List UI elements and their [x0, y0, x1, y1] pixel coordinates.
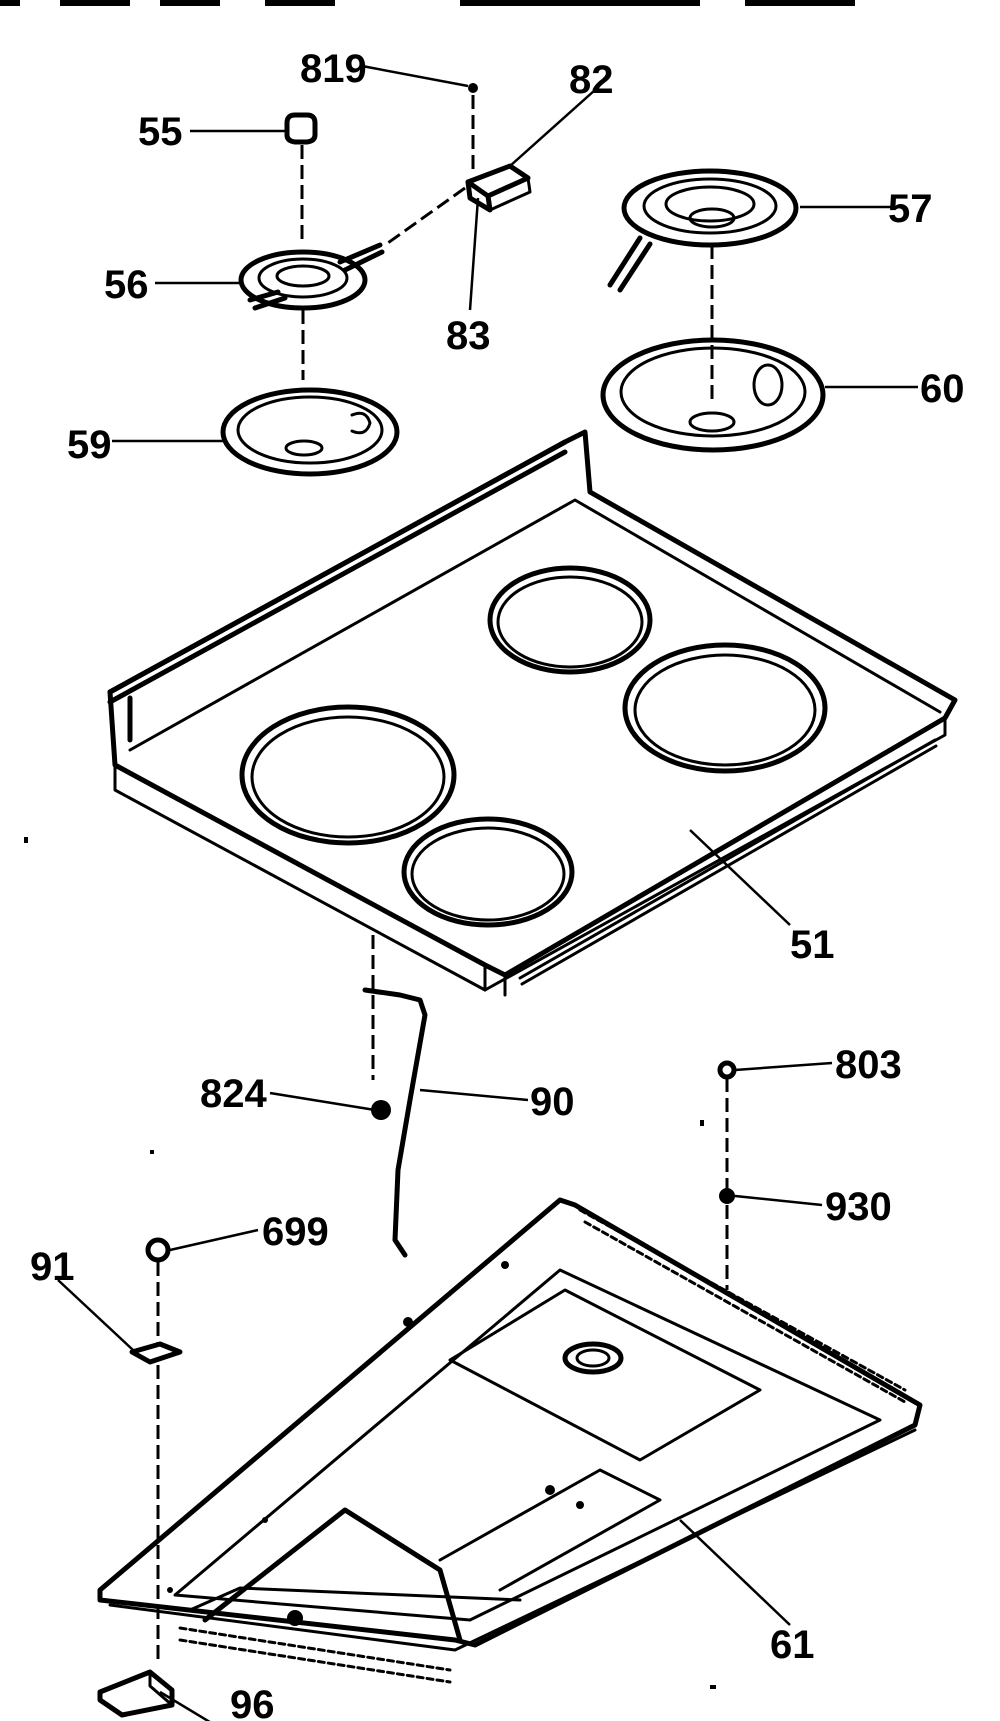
callout-90: 90 — [530, 1080, 575, 1124]
callout-82: 82 — [569, 58, 614, 102]
callout-56: 56 — [104, 263, 149, 307]
callout-59: 59 — [67, 423, 112, 467]
callout-83: 83 — [446, 314, 491, 358]
callout-57: 57 — [888, 187, 933, 231]
part-96-bracket — [97, 1669, 175, 1718]
part-824-fastener — [371, 1100, 391, 1120]
cropped-header-remnant — [0, 0, 855, 6]
leader-lines — [57, 64, 918, 1721]
part-60-large-drip-pan — [600, 337, 826, 453]
part-59-small-drip-pan — [220, 387, 400, 477]
callout-803: 803 — [835, 1043, 902, 1087]
callout-51: 51 — [790, 923, 835, 967]
part-61-burner-box — [97, 1197, 923, 1684]
callout-819: 819 — [300, 47, 367, 91]
part-55-cap — [284, 112, 318, 245]
part-57-large-element — [607, 168, 799, 400]
scan-specks — [24, 837, 716, 1689]
callout-55: 55 — [138, 110, 183, 154]
part-803-screw — [717, 1060, 737, 1290]
part-699-screw — [129, 1237, 183, 1660]
callout-699: 699 — [262, 1210, 329, 1254]
callout-930: 930 — [825, 1185, 892, 1229]
callout-61: 61 — [770, 1623, 815, 1667]
part-82-terminal-block — [384, 163, 532, 247]
part-90-wire — [362, 987, 428, 1258]
callout-91: 91 — [30, 1245, 75, 1289]
callout-96: 96 — [230, 1683, 275, 1721]
callout-60: 60 — [920, 367, 965, 411]
callout-824: 824 — [200, 1072, 267, 1116]
part-56-small-element — [238, 242, 385, 380]
part-819-screw — [468, 83, 478, 170]
part-51-cooktop — [107, 429, 958, 1080]
